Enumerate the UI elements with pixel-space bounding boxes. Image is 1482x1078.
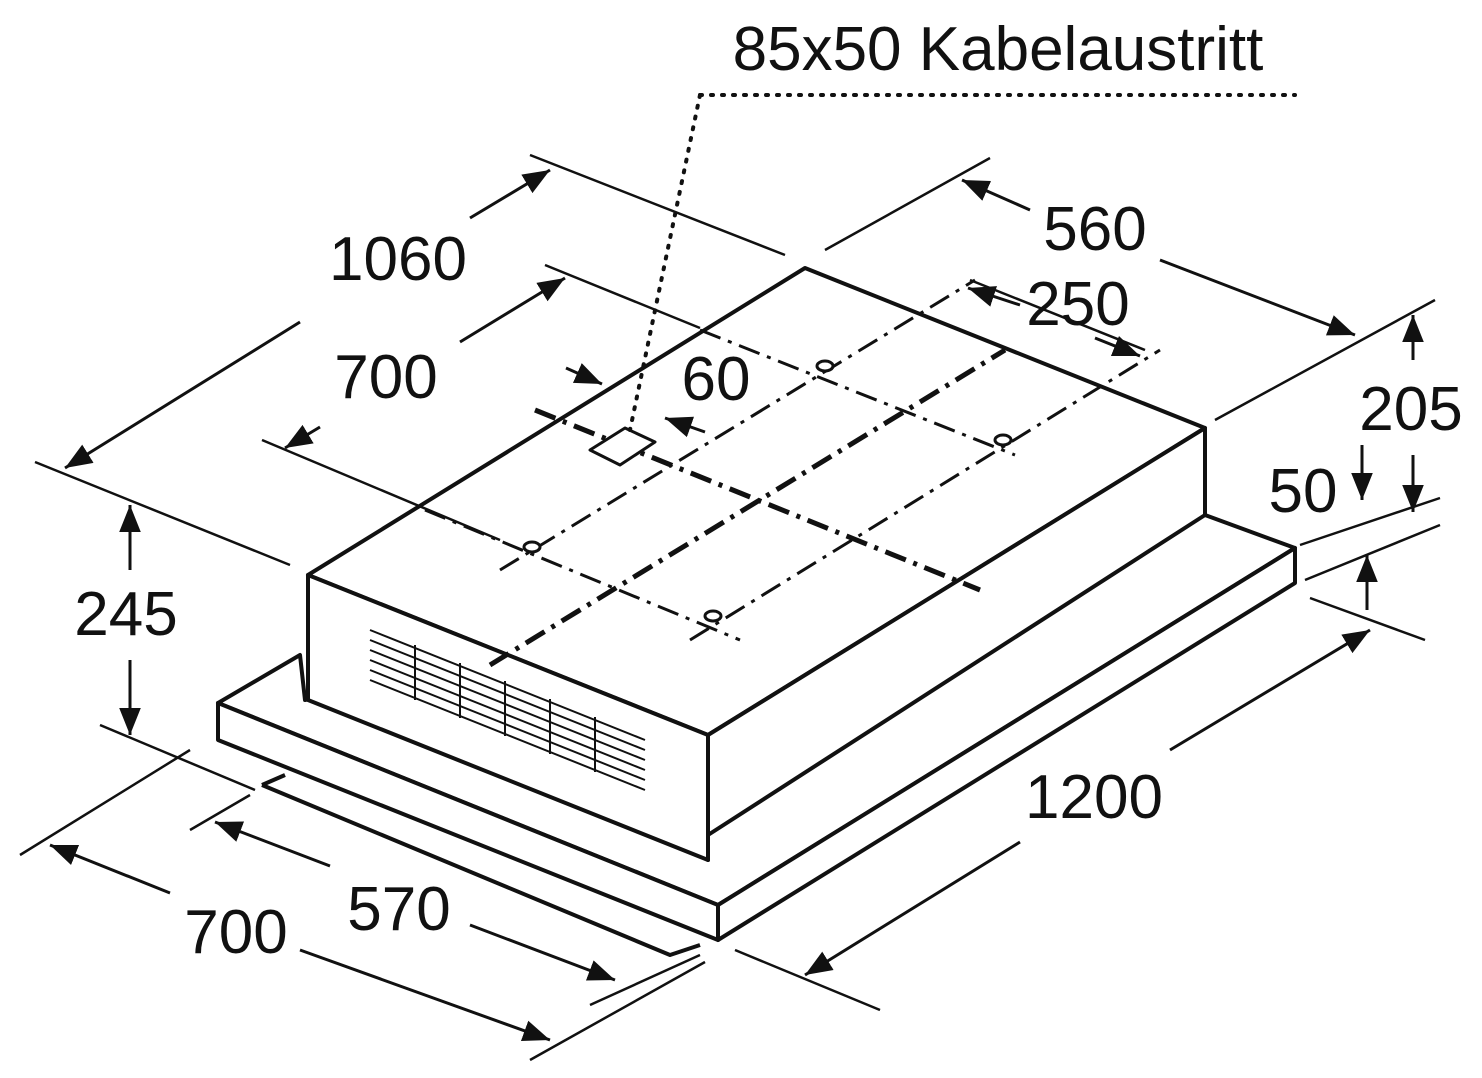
center-lines bbox=[424, 278, 1161, 668]
dim-560: 560 bbox=[1043, 195, 1147, 264]
cable-outlet bbox=[588, 426, 657, 467]
dim-250: 250 bbox=[1026, 270, 1130, 339]
dim-1060: 1060 bbox=[329, 225, 467, 294]
dim-50: 50 bbox=[1268, 457, 1338, 526]
dim-1200: 1200 bbox=[1025, 763, 1163, 832]
dim-60: 60 bbox=[681, 345, 751, 414]
extension-lines bbox=[19, 153, 1441, 1062]
dim-700-bottom: 700 bbox=[184, 898, 288, 967]
mounting-holes bbox=[522, 359, 1013, 623]
dimension-arrows bbox=[49, 168, 1424, 1042]
dim-205: 205 bbox=[1359, 375, 1463, 444]
dim-570: 570 bbox=[347, 875, 451, 944]
vent-grille bbox=[369, 629, 646, 791]
dim-245: 245 bbox=[74, 580, 178, 649]
lower-panel bbox=[261, 773, 701, 957]
cable-outlet-label: 85x50 Kabelaustritt bbox=[732, 15, 1264, 84]
cable-leader bbox=[628, 93, 1297, 432]
dim-700-top: 700 bbox=[334, 343, 438, 412]
